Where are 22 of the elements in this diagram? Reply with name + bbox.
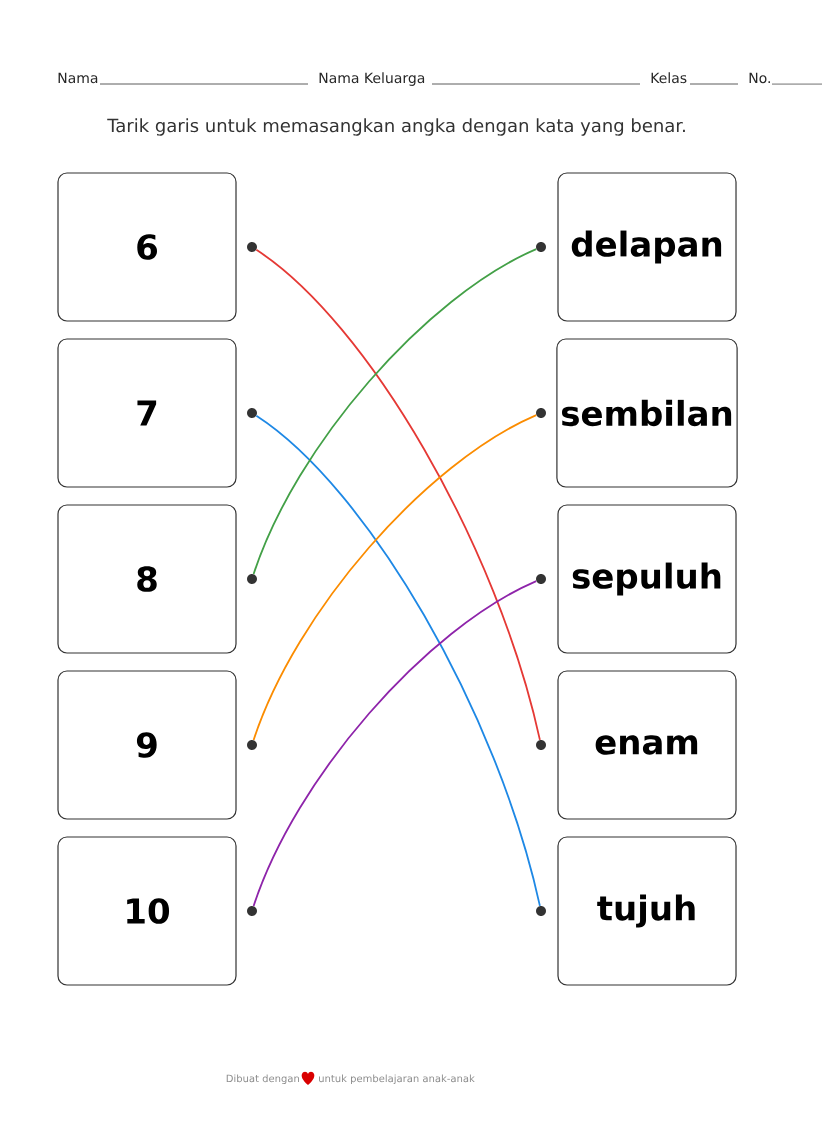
answer-box: 6	[57, 172, 237, 322]
answer-box: enam	[557, 670, 737, 820]
answer-box: 7	[57, 338, 237, 488]
answer-box: sembilan	[556, 338, 738, 488]
footer-text: Dibuat dengan	[226, 1074, 299, 1085]
matching-line	[252, 248, 538, 575]
field-label: Nama	[58, 72, 98, 84]
matching-line	[255, 248, 541, 741]
answer-box: sepuluh	[557, 504, 737, 654]
matching-line	[252, 580, 538, 907]
field-label: Kelas	[651, 72, 687, 84]
footer-text: untuk pembelajaran anak-anak	[319, 1074, 475, 1085]
field-label: Nama Keluarga	[319, 72, 425, 86]
answer-box: delapan	[557, 172, 737, 322]
instruction-text: Tarik garis untuk memasangkan angka dengan kata yang benar.	[107, 118, 685, 136]
answer-box: 8	[57, 504, 237, 654]
answer-box: 9	[57, 670, 237, 820]
matching-line	[255, 414, 541, 907]
answer-box: 10	[57, 836, 237, 986]
answer-box: tujuh	[557, 836, 737, 986]
field-label: No.	[749, 72, 770, 84]
matching-line	[252, 414, 538, 741]
